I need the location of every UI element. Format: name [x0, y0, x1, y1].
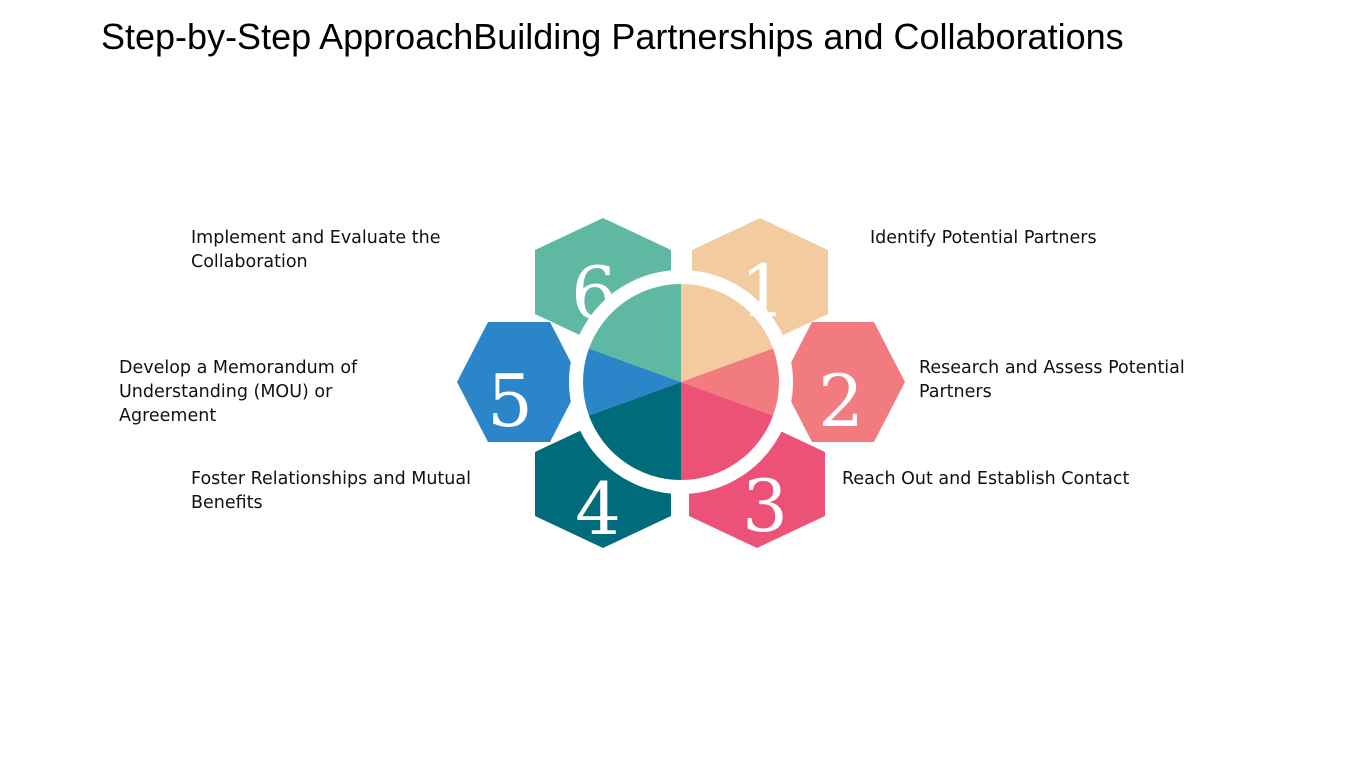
step-5-label: Develop a Memorandum of Understanding (M…	[119, 358, 358, 426]
step-3-label: Reach Out and Establish Contact	[842, 469, 1130, 489]
step-3-number: 3	[742, 464, 788, 548]
step-4-wedge	[588, 382, 681, 480]
step-5-wedge	[583, 348, 681, 416]
step-2-hexagon	[781, 322, 905, 442]
step-4-number: 4	[575, 467, 621, 551]
step-5-number: 5	[487, 359, 533, 443]
step-6-label: Implement and Evaluate the Collaboration	[191, 228, 441, 272]
step-1-number: 1	[740, 249, 786, 333]
step-2-label: Research and Assess Potential Partners	[919, 358, 1185, 402]
step-3-wedge	[681, 382, 774, 481]
step-2-wedge	[681, 348, 780, 416]
step-2-number: 2	[818, 359, 864, 443]
step-4-label: Foster Relationships and Mutual Benefits	[191, 469, 471, 513]
step-5-hexagon	[457, 322, 581, 442]
step-1-label: Identify Potential Partners	[870, 228, 1097, 248]
page-title: Step-by-Step ApproachBuilding Partnershi…	[101, 16, 1124, 57]
step-1-wedge	[681, 284, 774, 382]
step-6-wedge	[588, 284, 681, 382]
step-6-number: 6	[571, 251, 617, 335]
